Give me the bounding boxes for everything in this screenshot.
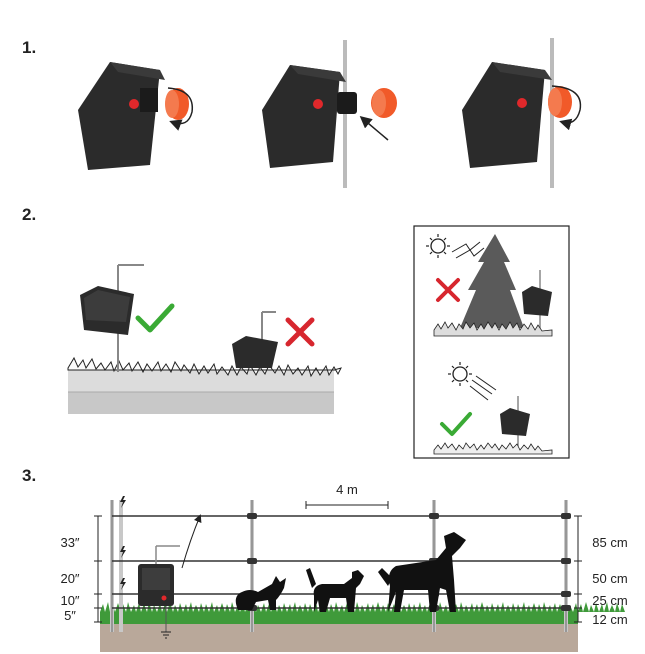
height-label-metric: 85 cm — [592, 535, 627, 550]
height-label-metric: 50 cm — [592, 571, 627, 586]
height-label-metric: 25 cm — [592, 593, 627, 608]
checkmark-icon — [135, 303, 175, 333]
height-label-imperial: 10″ — [60, 593, 79, 608]
checkmark-icon — [440, 412, 472, 436]
cross-icon — [285, 317, 315, 347]
height-label-imperial: 5″ — [64, 608, 76, 623]
mount-bracket — [337, 92, 357, 114]
step3-fence-diagram: 4 m — [60, 482, 628, 652]
tree — [460, 234, 524, 328]
connection-arrow-icon — [181, 514, 202, 569]
status-led — [313, 99, 323, 109]
sun-icon — [426, 234, 450, 258]
step1-device-fasten — [462, 38, 582, 188]
rotate-arrow-icon — [167, 87, 194, 131]
step-3-number: 3. — [22, 466, 37, 485]
height-label-metric: 12 cm — [592, 612, 627, 627]
grass — [100, 612, 578, 624]
status-led — [517, 98, 527, 108]
ground-block — [68, 392, 334, 414]
height-label-imperial: 33″ — [60, 535, 79, 550]
lightning-icon — [120, 496, 126, 590]
ground-icon — [161, 631, 171, 639]
solar-device-sunny — [500, 408, 530, 436]
status-led — [129, 99, 139, 109]
small-dog-silhouette — [306, 568, 364, 612]
rotate-arrow-icon — [551, 85, 582, 131]
step-2-number: 2. — [22, 205, 37, 224]
step1-device-unscrew — [78, 62, 194, 170]
cross-icon — [436, 278, 460, 302]
cat-silhouette — [235, 576, 286, 610]
large-dog-silhouette — [378, 532, 466, 612]
step-1-number: 1. — [22, 38, 37, 57]
solar-device-shaded — [522, 286, 552, 316]
solar-device-incorrect — [232, 336, 278, 368]
status-led — [161, 595, 167, 601]
spacing-label: 4 m — [336, 482, 358, 497]
step1-device-mount — [262, 40, 397, 188]
step2-placement-scene — [67, 264, 342, 414]
soil — [100, 622, 578, 652]
sun-icon — [448, 362, 472, 386]
pointer-arrow-icon — [359, 116, 389, 141]
step2-sun-exposure-inset — [413, 225, 570, 459]
height-label-imperial: 20″ — [60, 571, 79, 586]
